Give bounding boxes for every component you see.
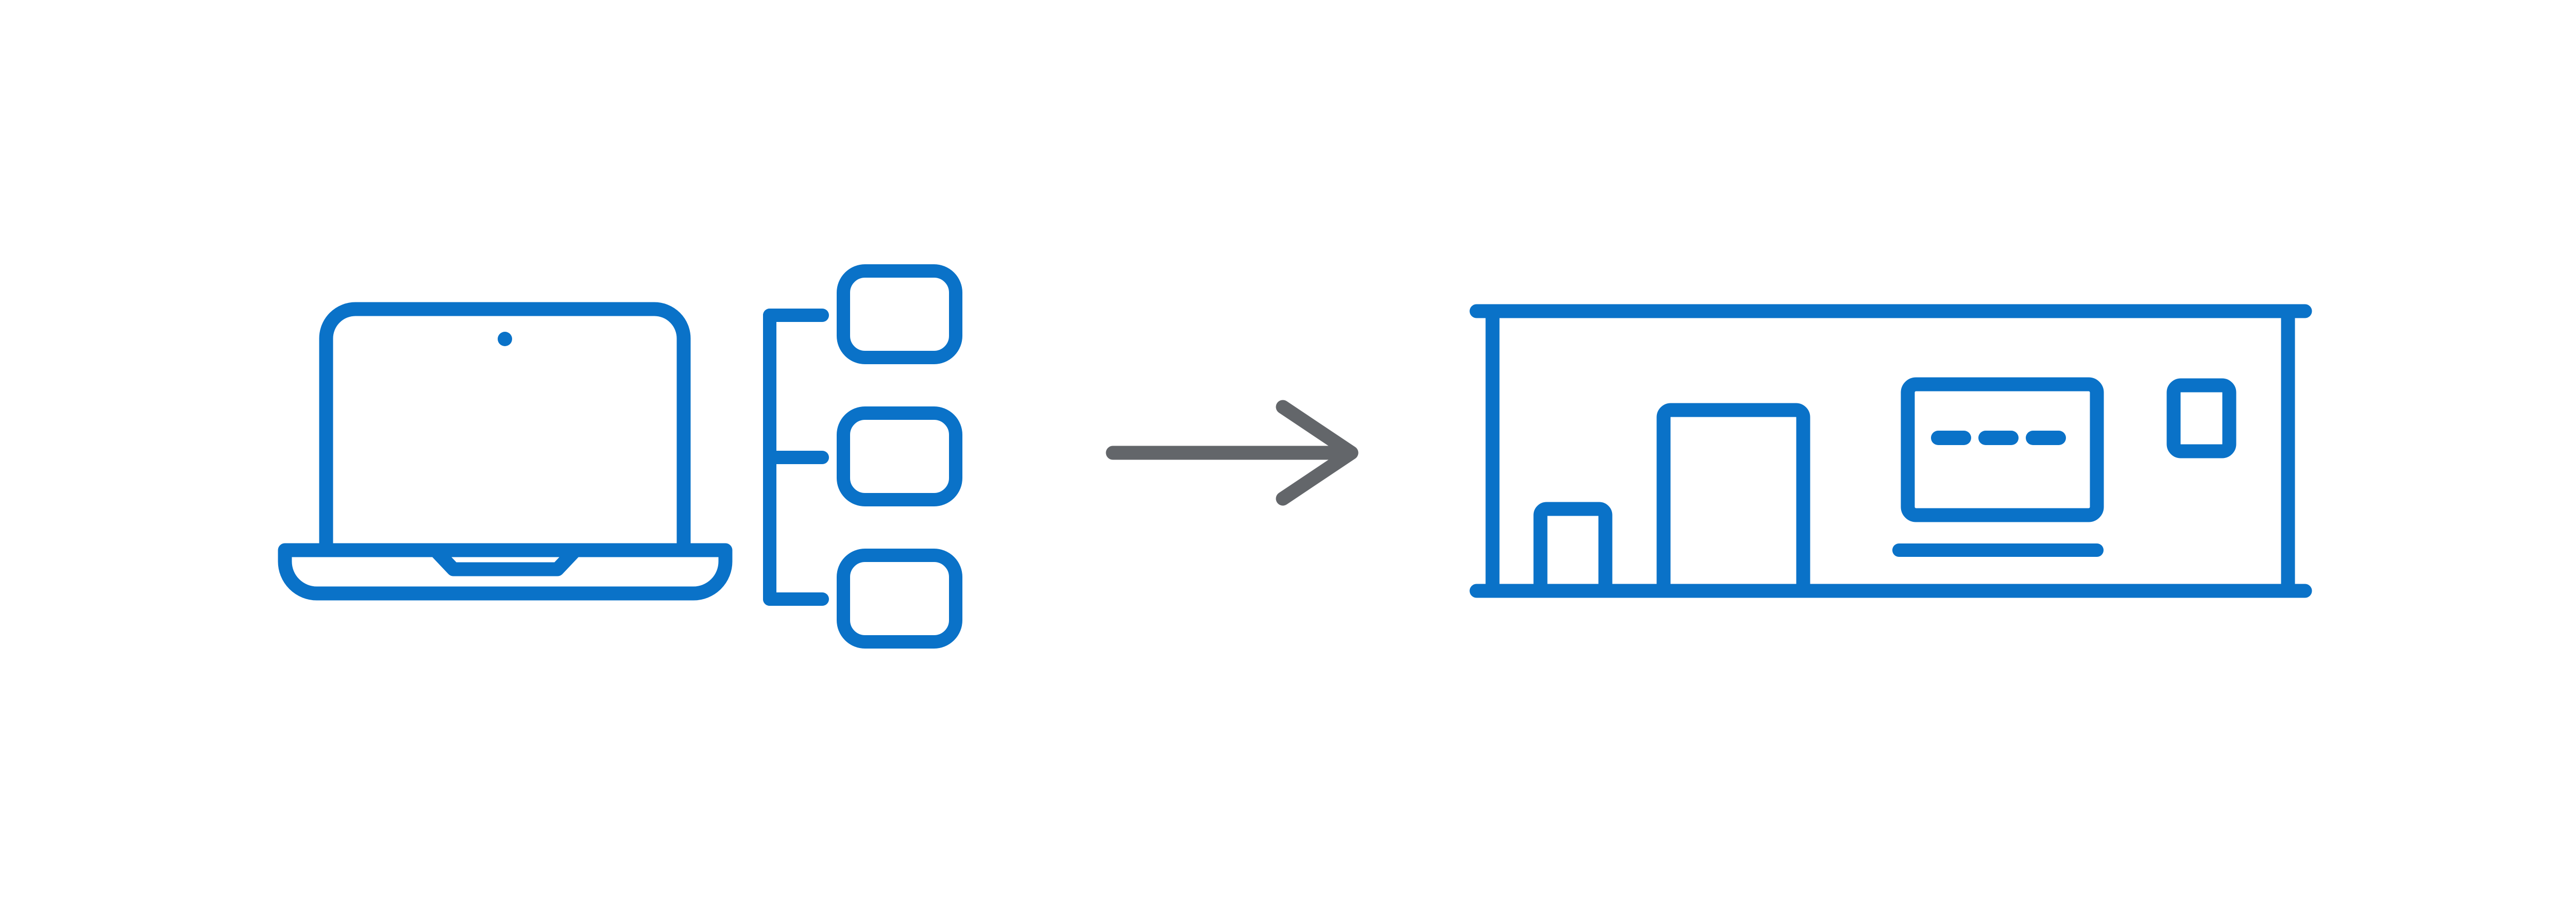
tree-node-3[interactable] [837,549,962,649]
building-display-panel[interactable] [1901,377,2104,522]
laptop-icon [278,302,733,601]
laptop-base-notch [428,543,583,576]
building-door[interactable] [2166,378,2236,458]
laptop-base [278,543,733,601]
tree-node-1[interactable] [837,264,962,364]
arrow-head [1276,400,1359,506]
building-block-small [1533,502,1613,584]
hierarchy-tree-icon [763,264,962,649]
data-center-building-icon [1469,304,2312,598]
laptop-webcam-dot [498,332,512,346]
right-arrow-icon [1106,400,1359,506]
laptop-screen-bezel [319,302,691,553]
tree-node-2[interactable] [837,406,962,506]
building-block-tall [1656,403,1810,584]
